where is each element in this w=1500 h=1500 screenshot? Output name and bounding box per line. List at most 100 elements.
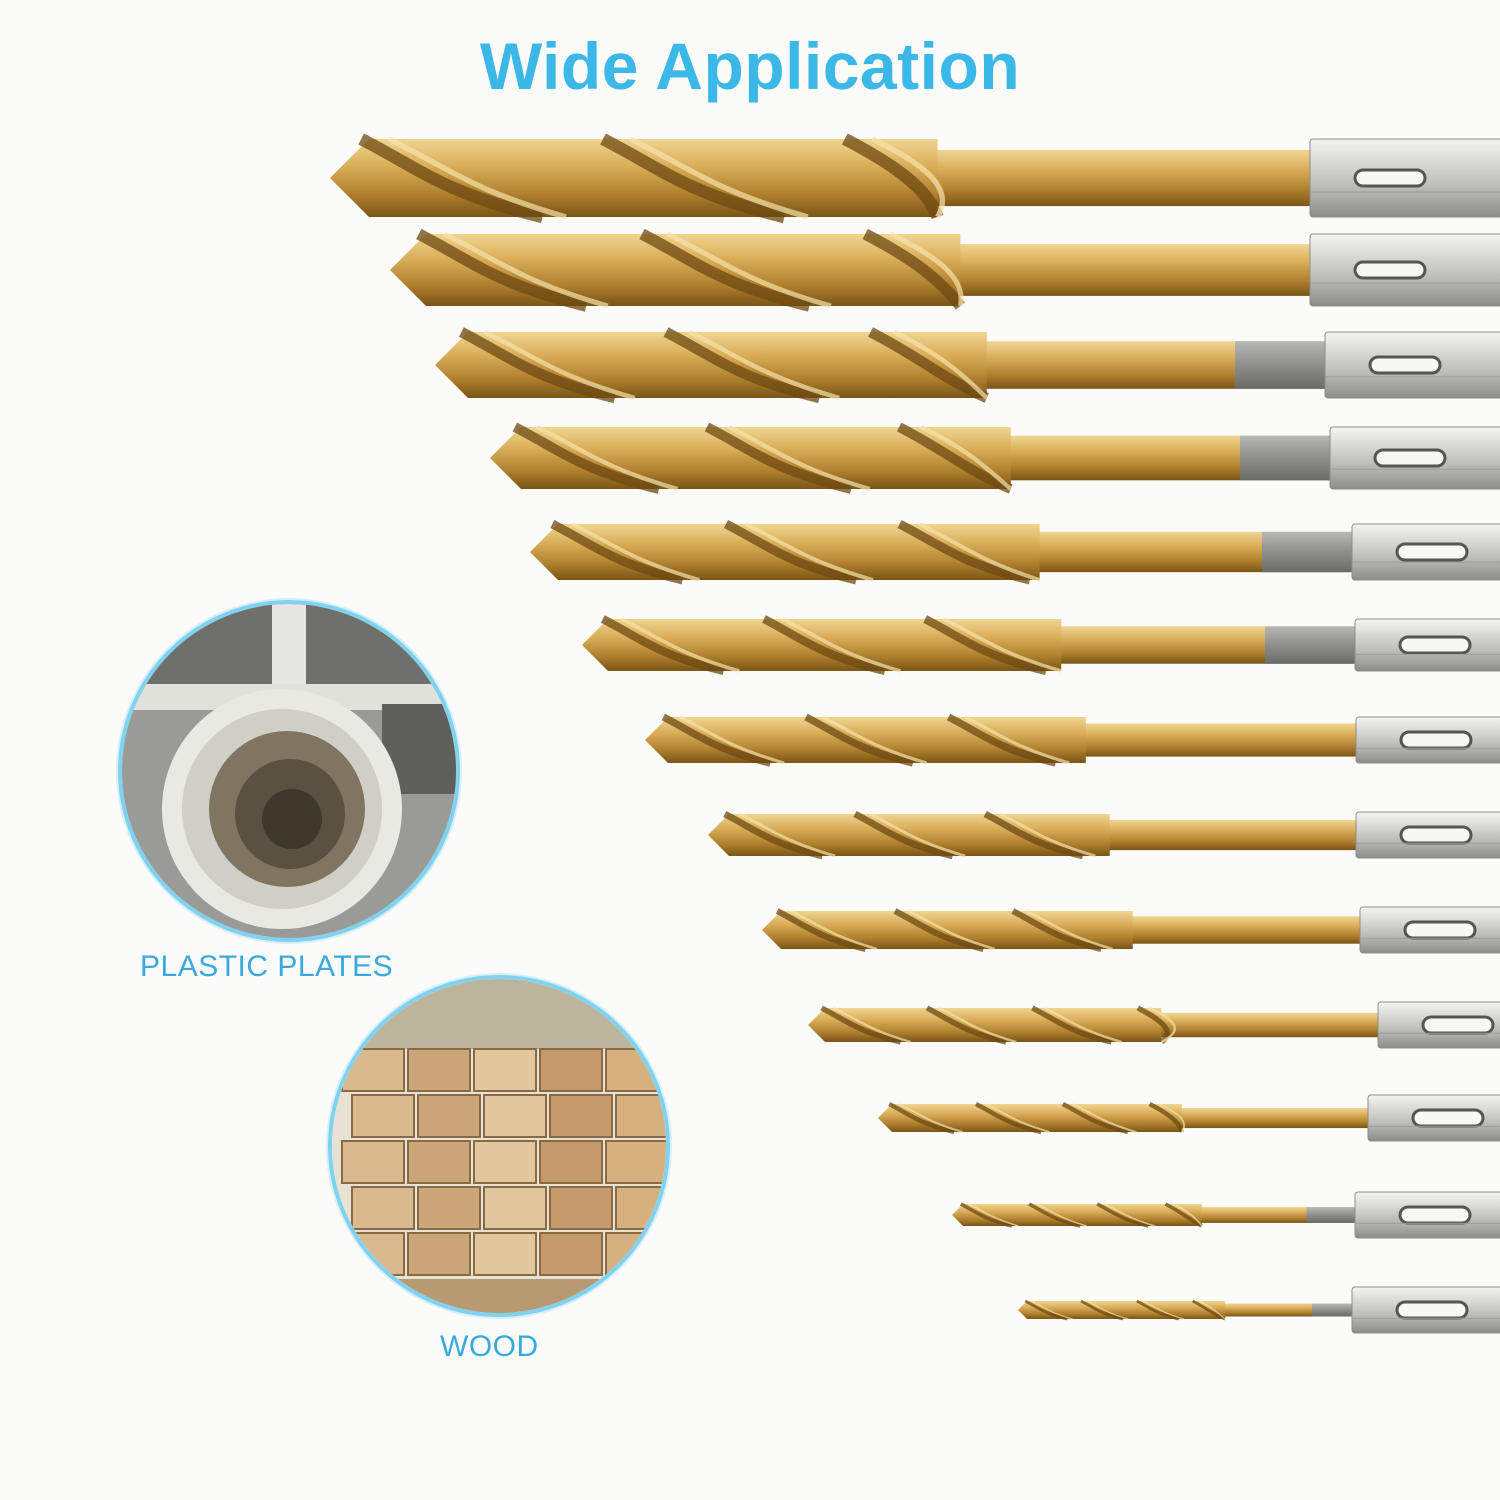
drill-bit-2 — [390, 228, 1500, 312]
drill-flute-groove — [358, 133, 545, 224]
drill-flute-groove — [893, 908, 985, 952]
drill-flute-groove — [723, 811, 824, 860]
drill-flute-groove — [983, 811, 1084, 860]
drill-flute-groove — [959, 1202, 1013, 1228]
hex-shank-slot — [1398, 635, 1472, 655]
drill-flute-groove — [1080, 1299, 1124, 1321]
drill-shank — [1122, 916, 1362, 944]
drill-flute-groove — [550, 520, 684, 585]
drill-flute-groove — [1136, 1299, 1179, 1321]
drill-flute-highlight — [1043, 1006, 1122, 1044]
drill-flute-highlight — [442, 231, 609, 309]
drill-flute-highlight — [918, 522, 1041, 582]
drill-flute-groove — [868, 327, 989, 403]
drill-flute-highlight — [727, 425, 871, 492]
drill-flute-groove — [1164, 1202, 1203, 1228]
wood-stack-photo-icon — [332, 979, 666, 1313]
drill-bit-8 — [708, 811, 1500, 860]
wood-plank-end — [351, 1186, 415, 1230]
drill-bit-3 — [435, 327, 1500, 404]
drill-flute-highlight — [907, 909, 996, 951]
wood-plank-end — [417, 1186, 481, 1230]
drill-flute-groove — [762, 615, 886, 676]
drill-flute-highlight — [1172, 1203, 1203, 1227]
wood-plank-end — [549, 1186, 613, 1230]
drill-bit-6 — [582, 615, 1500, 676]
drill-steel-band — [1262, 531, 1354, 573]
wood-label: WOOD — [440, 1330, 539, 1363]
drill-bit-13 — [1018, 1286, 1500, 1334]
drill-flute-highlight — [535, 425, 679, 492]
drill-flute-groove — [1011, 908, 1102, 952]
drill-bit-1 — [330, 133, 1500, 224]
drill-flute-highlight — [968, 1203, 1019, 1227]
drill-shank — [1151, 1012, 1380, 1038]
hex-shank-slot — [1353, 168, 1427, 188]
drill-flute-body — [808, 1008, 1162, 1042]
drill-flute-highlight — [1142, 1300, 1185, 1320]
drill-steel-band — [1311, 1303, 1354, 1317]
drill-steel-band — [1235, 341, 1327, 389]
hex-shank-slot — [1373, 448, 1447, 468]
drill-flute-groove — [512, 422, 661, 494]
drill-flute-groove — [888, 1102, 955, 1135]
drill-flute-highlight — [1149, 1006, 1176, 1044]
drill-flute-highlight — [1025, 909, 1113, 951]
drill-flute-groove — [853, 811, 954, 860]
drill-flute-groove — [663, 327, 821, 404]
hex-shank-slot — [1395, 1300, 1469, 1320]
hex-shank-slot — [1399, 730, 1473, 750]
wood-plank-end — [341, 1140, 405, 1184]
drill-flute-groove — [704, 422, 853, 494]
drill-flute-highlight — [892, 329, 989, 400]
drill-flute-highlight — [387, 136, 567, 220]
drill-flute-highlight — [985, 1103, 1050, 1133]
drill-flute-highlight — [821, 715, 928, 765]
drill-flute-highlight — [688, 329, 840, 401]
drill-flute-highlight — [1031, 1300, 1073, 1320]
hex-shank-slot — [1399, 825, 1473, 845]
drill-flute-groove — [458, 327, 617, 404]
drill-bit-4 — [490, 422, 1500, 494]
drill-flute-highlight — [483, 329, 636, 401]
wood-plank-end — [473, 1048, 537, 1092]
drill-shank — [950, 244, 1312, 296]
hex-shank-slot — [1395, 542, 1469, 562]
drill-flute-highlight — [942, 617, 1062, 673]
wood-plank-end — [351, 1094, 415, 1138]
hex-shank-slot — [1403, 920, 1477, 940]
drill-flute-highlight — [919, 425, 1013, 491]
drill-flute-highlight — [898, 1103, 963, 1133]
hex-shank-slot — [1353, 260, 1427, 280]
drill-flute-highlight — [789, 909, 878, 951]
drill-flute-highlight — [738, 812, 836, 858]
drill-flute-highlight — [889, 231, 964, 307]
drill-flute-highlight — [1158, 1103, 1186, 1133]
drill-flute-highlight — [629, 136, 809, 220]
wood-plank-end — [417, 1094, 481, 1138]
drill-flute-groove — [820, 1005, 902, 1045]
drill-bit-9 — [762, 906, 1500, 954]
plastic-plates-label: PLASTIC PLATES — [140, 950, 394, 983]
wood-plank-end — [473, 1140, 537, 1184]
hex-shank-slot — [1421, 1015, 1495, 1035]
drill-flute-groove — [1096, 1202, 1149, 1228]
drill-flute-groove — [416, 228, 588, 312]
hex-shank-slot — [1368, 355, 1442, 375]
wood-plank-end — [615, 1094, 666, 1138]
drill-flute-groove — [639, 228, 811, 312]
page-title: Wide Application — [479, 29, 1021, 103]
drill-steel-band — [1306, 1207, 1357, 1223]
drill-flute-groove — [841, 133, 944, 220]
drill-flute-groove — [1028, 1202, 1081, 1228]
drill-bit-10 — [808, 1001, 1500, 1049]
drill-flute-groove — [946, 713, 1057, 767]
drill-flute-groove — [862, 228, 965, 310]
drill-flute-highlight — [781, 617, 901, 673]
plastic-pipe-photo-icon — [122, 604, 456, 938]
wood-plank-end — [407, 1232, 471, 1276]
drill-flute-highlight — [1198, 1300, 1226, 1320]
drill-flute-highlight — [938, 1006, 1017, 1044]
drill-flute-groove — [1061, 1102, 1129, 1135]
drill-flute-groove — [974, 1102, 1042, 1135]
